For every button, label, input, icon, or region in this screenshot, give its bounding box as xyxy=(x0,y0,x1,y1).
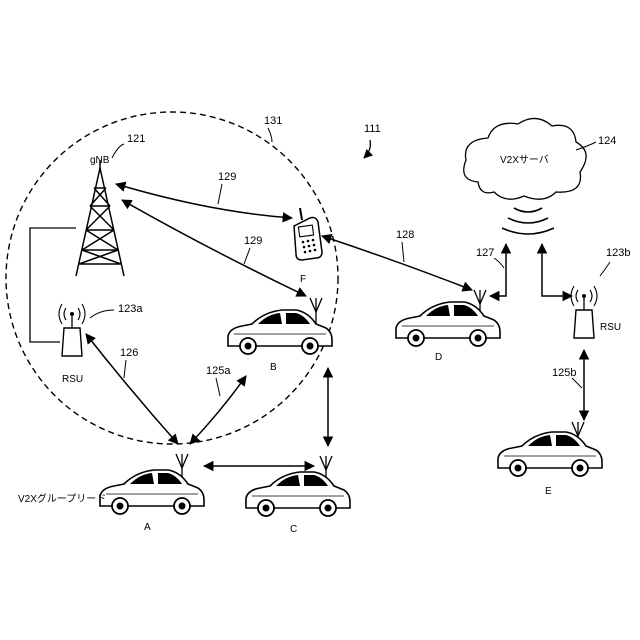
link-gnb-b-ref: 129 xyxy=(244,235,262,247)
phone-f-label: F xyxy=(300,274,306,285)
vehicle-e-icon xyxy=(498,432,602,476)
rsu-b-ref-label: 123b xyxy=(606,247,630,259)
link-d-server-ref: 127 xyxy=(476,247,494,259)
vehicle-d-label: D xyxy=(435,352,442,363)
phone-f-icon xyxy=(294,208,322,260)
link-gnb-b xyxy=(122,200,306,296)
gnb-name-label: gNB xyxy=(90,155,110,166)
gnb-tower-icon xyxy=(76,160,124,276)
tower-rsu-wire xyxy=(30,228,76,342)
vehicle-b-label: B xyxy=(270,362,277,373)
rsu-a-name-label: RSU xyxy=(62,374,83,385)
link-rsu-b-e-ref: 125b xyxy=(552,367,576,379)
rsu-b-icon xyxy=(571,286,597,338)
figure-ref-label: 111 xyxy=(364,123,381,135)
link-f-d-ref: 128 xyxy=(396,229,414,241)
group-lead-label: V2Xグループリード xyxy=(18,492,106,505)
link-a-b-ref: 125a xyxy=(206,365,231,377)
vehicle-a-icon xyxy=(100,470,204,514)
vehicle-e-label: E xyxy=(545,486,552,497)
server-ref-label: 124 xyxy=(598,135,616,147)
vehicle-c-icon xyxy=(246,472,350,516)
link-gnb-f-ref: 129 xyxy=(218,171,236,183)
gnb-ref-label: 121 xyxy=(127,133,145,145)
vehicle-d-icon xyxy=(396,302,500,346)
link-gnb-f xyxy=(116,184,292,218)
rsu-b-name-label: RSU xyxy=(600,322,621,333)
rsu-a-ref-label: 123a xyxy=(118,303,143,315)
link-f-d xyxy=(322,236,472,290)
rsu-a-icon xyxy=(59,304,85,356)
server-signal-icon xyxy=(502,208,554,234)
vehicle-c-label: C xyxy=(290,524,297,535)
vehicle-a-label: A xyxy=(144,522,151,533)
link-rsu-a-ref: 126 xyxy=(120,347,138,359)
coverage-ref-label: 131 xyxy=(264,115,282,127)
gnb-coverage-circle xyxy=(6,112,338,444)
server-name-label: V2Xサーバ xyxy=(500,154,549,166)
link-server-rsu-b xyxy=(542,244,572,296)
